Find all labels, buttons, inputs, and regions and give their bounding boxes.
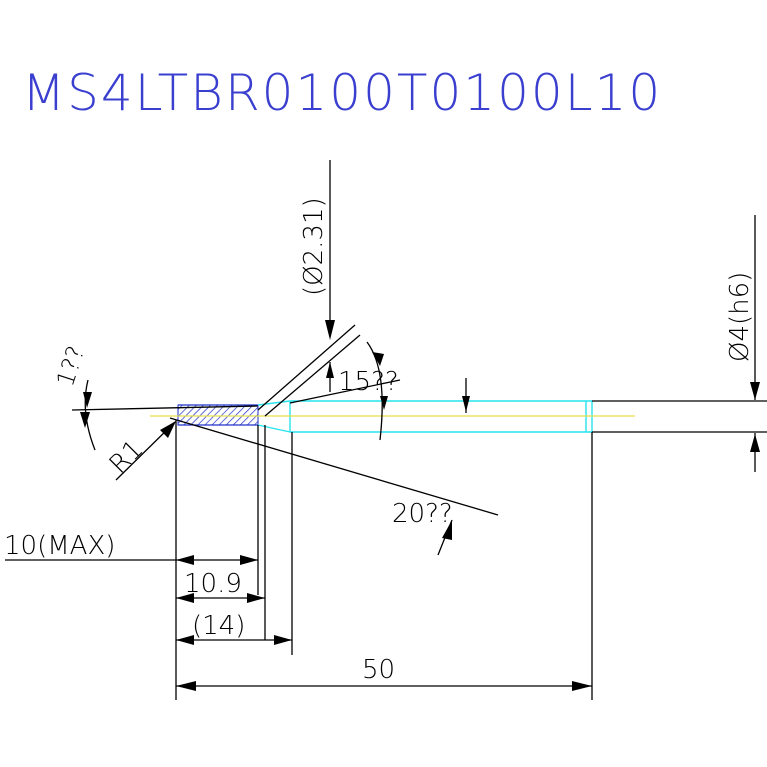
tool-body bbox=[150, 400, 767, 433]
overall-length-label: 50 bbox=[362, 655, 395, 685]
side-angle-label: 20?? bbox=[392, 499, 453, 529]
neck-length-label: (14) bbox=[192, 611, 245, 641]
neck-diameter-dim: (Ø2.31) bbox=[299, 160, 335, 340]
part-number-title: MS4LTBR0100T0100L10 bbox=[22, 64, 662, 122]
end-angle-label: 1?? bbox=[51, 342, 90, 389]
radius-label: R1 bbox=[104, 434, 150, 480]
shank-diameter-dim: Ø4(h6) bbox=[725, 215, 760, 472]
side-angle-dim: 20?? bbox=[392, 499, 453, 556]
extension-lines bbox=[71, 324, 593, 700]
neck-length-dim: (14) bbox=[176, 611, 292, 645]
effective-length-label: 10.9 bbox=[184, 569, 242, 599]
body-arrow bbox=[462, 378, 470, 413]
neck-diameter-label: (Ø2.31) bbox=[299, 197, 329, 296]
taper-angle-dim: 15?? bbox=[326, 341, 399, 441]
max-length-dim: 10(MAX) bbox=[4, 531, 258, 565]
effective-length-dim: 10.9 bbox=[176, 569, 265, 603]
shank-diameter-label: Ø4(h6) bbox=[725, 272, 755, 362]
radius-dim: R1 bbox=[104, 421, 176, 481]
overall-length-dim: 50 bbox=[176, 655, 592, 691]
max-length-label: 10(MAX) bbox=[4, 531, 115, 561]
taper-angle-label: 15?? bbox=[338, 367, 399, 397]
end-angle-dim: 1?? bbox=[51, 342, 96, 451]
